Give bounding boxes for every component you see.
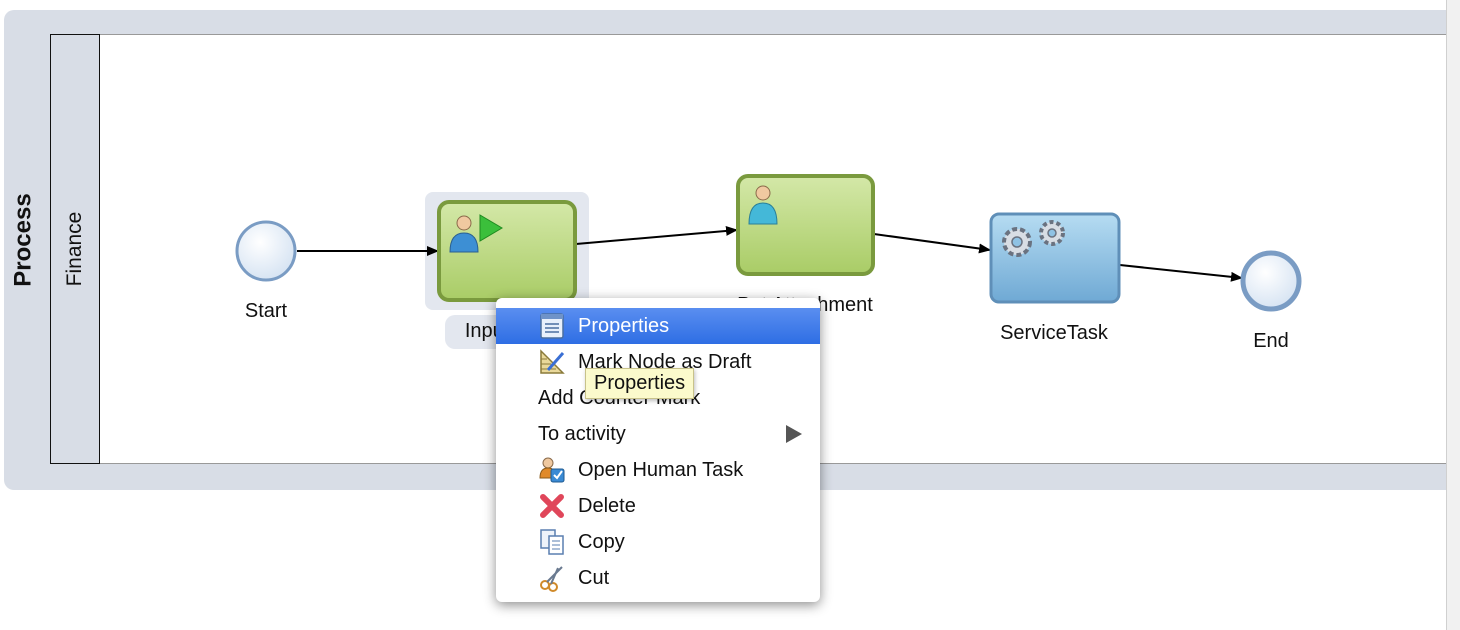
start-event[interactable] (235, 220, 297, 282)
input-data-task[interactable] (437, 200, 577, 302)
delete-x-icon (540, 494, 564, 518)
menu-item-label: To activity (538, 422, 626, 445)
scissors-icon (540, 566, 563, 592)
service-task-label: ServiceTask (1000, 322, 1108, 344)
menu-item-label: Mark Node as Draft (578, 350, 752, 373)
menu-item-delete[interactable]: Delete (496, 488, 820, 524)
draft-ruler-icon (540, 349, 565, 374)
menu-item-label: Cut (578, 566, 610, 589)
flow-input-to-attachment[interactable] (575, 225, 738, 245)
end-label: End (1253, 330, 1289, 352)
menu-item-mark-draft[interactable]: Mark Node as Draft (496, 344, 820, 380)
menu-item-open-human-task[interactable]: Open Human Task (496, 452, 820, 488)
menu-item-cut[interactable]: Cut (496, 560, 820, 596)
human-task-icon (539, 457, 565, 483)
end-event[interactable] (1240, 250, 1302, 312)
context-menu: Properties Mark Node as Draft Add Counte… (496, 298, 820, 602)
properties-icon (540, 313, 564, 339)
flow-service-to-end[interactable] (1119, 264, 1243, 282)
menu-item-label: Properties (578, 314, 670, 337)
submenu-arrow-icon (786, 425, 802, 443)
menu-item-label: Copy (578, 530, 625, 553)
flow-attachment-to-service[interactable] (873, 233, 991, 254)
copy-icon (540, 529, 564, 555)
menu-item-copy[interactable]: Copy (496, 524, 820, 560)
menu-item-to-activity[interactable]: To activity (496, 416, 820, 452)
put-attachment-task[interactable] (736, 174, 875, 276)
vertical-scrollbar[interactable] (1446, 0, 1460, 630)
menu-item-label: Open Human Task (578, 458, 744, 481)
menu-item-label: Delete (578, 494, 636, 517)
user-icon (449, 215, 479, 253)
gears-icon (1002, 220, 1065, 257)
lane-header-finance[interactable]: Finance (50, 34, 100, 464)
play-icon (479, 214, 503, 242)
menu-item-properties[interactable]: Properties (496, 308, 820, 344)
start-label: Start (244, 300, 288, 322)
user-icon (748, 185, 778, 225)
service-task[interactable] (989, 212, 1121, 304)
tooltip: Properties (585, 368, 695, 399)
